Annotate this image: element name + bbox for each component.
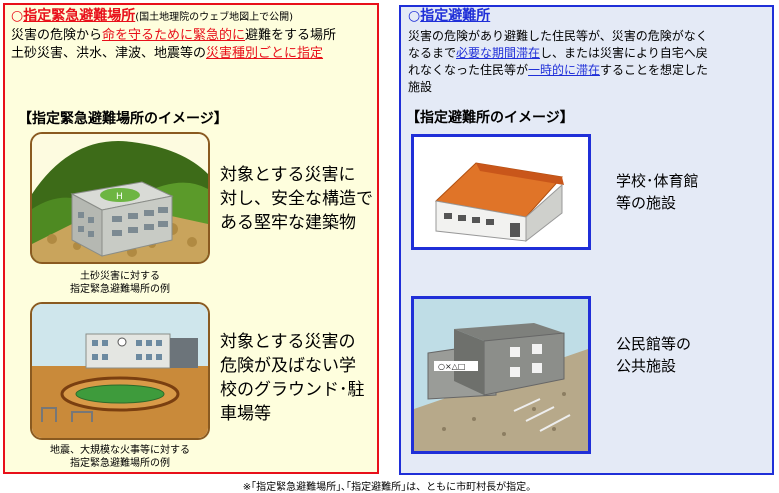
left-desc1-highlight: 命を守るために緊急的に [102,28,246,43]
left-heading-line: ○指定緊急避難場所(国土地理院のウェブ地図上で公開) [11,8,293,26]
right-desc2-c: し、または災害により自宅へ戻 [540,46,708,60]
left-item2-caption-line: 指定緊急避難場所の例 [70,458,170,469]
left-item2-line: 車場等 [220,404,271,424]
left-item2-caption: 地震、大規模な火事等に対する 指定緊急避難場所の例 [20,444,220,470]
left-heading: 指定緊急避難場所 [23,8,136,24]
helipad-h-label: H [116,192,123,202]
left-desc2-highlight: 災害種別ごとに指定 [206,46,324,61]
left-item2-line: 対象とする災害の [220,332,356,352]
left-item2-caption-line: 地震、大規模な火事等に対する [50,445,190,456]
right-desc-line-2: なるまで必要な期間滞在し、または災害により自宅へ戻 [408,45,708,61]
right-item2-line: 公民館等の [616,335,692,353]
right-desc2-a: なるまで [408,46,457,60]
community-hall-svg: ○×△□ [414,299,588,451]
left-item1-line: ある堅牢な建築物 [220,213,356,233]
school-ground-illustration [30,302,210,440]
left-item1-text: 対象とする災害に 対し、安全な構造で ある堅牢な建築物 [220,163,373,235]
left-desc-line-1: 災害の危険から命を守るために緊急的に避難をする場所 [11,28,336,44]
right-desc3-a: れなくなった住民等が [408,63,529,77]
left-desc2-a: 土砂災害、洪水、津波、地震等の [11,46,207,61]
left-item1-line: 対し、安全な構造で [220,189,373,209]
right-desc-line-3: れなくなった住民等が一時的に滞在することを想定した [408,62,708,78]
right-desc2-highlight: 必要な期間滞在 [456,46,541,60]
right-desc3-highlight: 一時的に滞在 [528,63,601,77]
left-item1-line: 対象とする災害に [220,165,356,185]
right-desc-line-1: 災害の危険があり避難した住民等が、災害の危険がなく [408,29,708,43]
landslide-shelter-svg: H [32,134,208,262]
left-heading-note: (国土地理院のウェブ地図上で公開) [135,12,294,23]
left-item2-text: 対象とする災害の 危険が及ばない学 校のグラウンド･駐 車場等 [220,330,365,426]
right-item1-line: 学校･体育館 [616,172,699,190]
landslide-shelter-illustration: H [30,132,210,264]
school-gym-illustration [411,134,591,250]
school-gym-svg [414,137,588,247]
left-item1-caption-line: 指定緊急避難場所の例 [70,284,170,295]
community-hall-illustration: ○×△□ [411,296,591,454]
right-image-title: 【指定避難所のイメージ】 [406,110,574,126]
left-heading-mark: ○ [11,8,24,24]
right-heading-mark: ○ [408,8,421,24]
left-item2-line: 校のグラウンド･駐 [220,380,365,400]
left-desc-line-2: 土砂災害、洪水、津波、地震等の災害種別ごとに指定 [11,46,323,62]
left-item1-caption: 土砂災害に対する 指定緊急避難場所の例 [30,270,210,296]
left-image-title: 【指定緊急避難場所のイメージ】 [18,111,228,127]
right-desc-line-4: 施設 [408,80,433,94]
left-item2-line: 危険が及ばない学 [220,356,356,376]
right-desc3-c: することを想定した [600,63,709,77]
left-desc1-c: 避難をする場所 [245,28,337,43]
right-heading-line: ○指定避難所 [408,8,490,25]
right-item2-line: 公共施設 [616,357,677,375]
footnote: ※｢指定緊急避難場所｣､｢指定避難所｣は、ともに市町村長が指定。 [242,482,537,493]
left-item1-caption-line: 土砂災害に対する [80,271,160,282]
right-heading: 指定避難所 [420,8,491,24]
right-item1-text: 学校･体育館 等の施設 [616,170,699,214]
school-ground-svg [32,304,208,438]
left-desc1-a: 災害の危険から [11,28,103,43]
right-item2-text: 公民館等の 公共施設 [616,333,691,377]
hall-sign-label: ○×△□ [438,362,465,371]
right-item1-line: 等の施設 [616,194,677,212]
